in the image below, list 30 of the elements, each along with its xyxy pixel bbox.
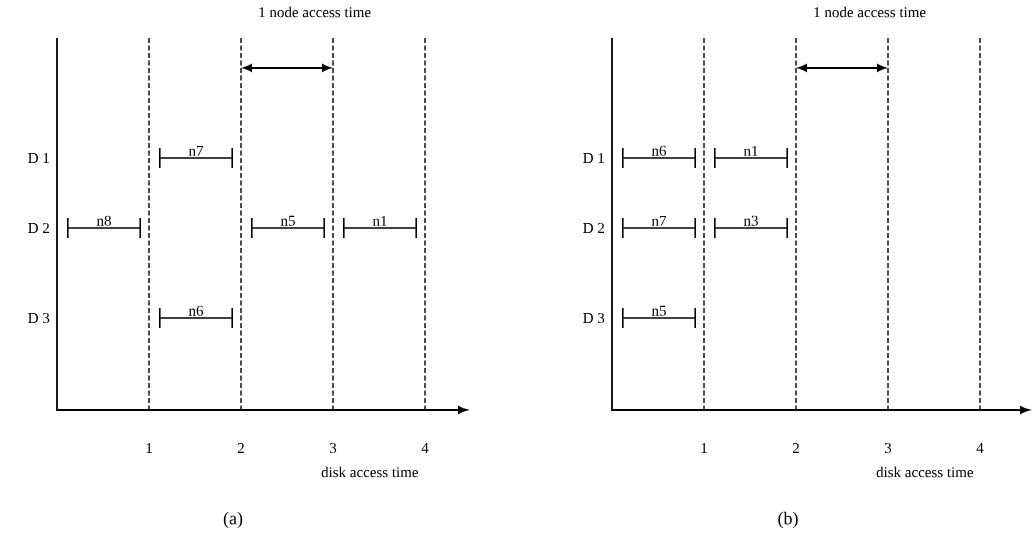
heading: 1 node access time	[814, 6, 926, 18]
interval-bar: n8	[67, 215, 141, 239]
interval-bar: n6	[159, 305, 233, 329]
interval-bar: n7	[159, 145, 233, 169]
tick-label: 1	[701, 443, 707, 453]
interval-bar: n6	[622, 145, 696, 169]
heading: 1 node access time	[259, 6, 371, 18]
row-label: D 2	[583, 223, 604, 233]
row-label: D 1	[583, 153, 604, 163]
interval-bar: n1	[343, 215, 417, 239]
row-label: D 2	[28, 223, 49, 233]
interval-bar: n7	[622, 215, 696, 239]
tick-label: 4	[976, 443, 984, 453]
axis-label: disk access time	[876, 466, 973, 478]
interval-bar: n1	[714, 145, 788, 169]
panel-caption: (a)	[223, 511, 243, 529]
tick-label: 3	[330, 442, 337, 453]
tick-label: 4	[421, 443, 429, 453]
row-label: D 3	[583, 312, 605, 323]
tick-label: 2	[792, 443, 799, 453]
row-label: D 3	[28, 312, 50, 323]
interval-bar: n5	[622, 305, 696, 329]
tick-label: 2	[237, 443, 244, 453]
interval-bar: n3	[714, 215, 788, 239]
tick-label: 1	[146, 443, 152, 453]
axis-label: disk access time	[321, 466, 419, 478]
tick-label: 3	[884, 442, 892, 453]
row-label: D 1	[28, 153, 49, 163]
interval-bar: n5	[251, 215, 325, 239]
panel-caption: (b)	[778, 511, 798, 529]
